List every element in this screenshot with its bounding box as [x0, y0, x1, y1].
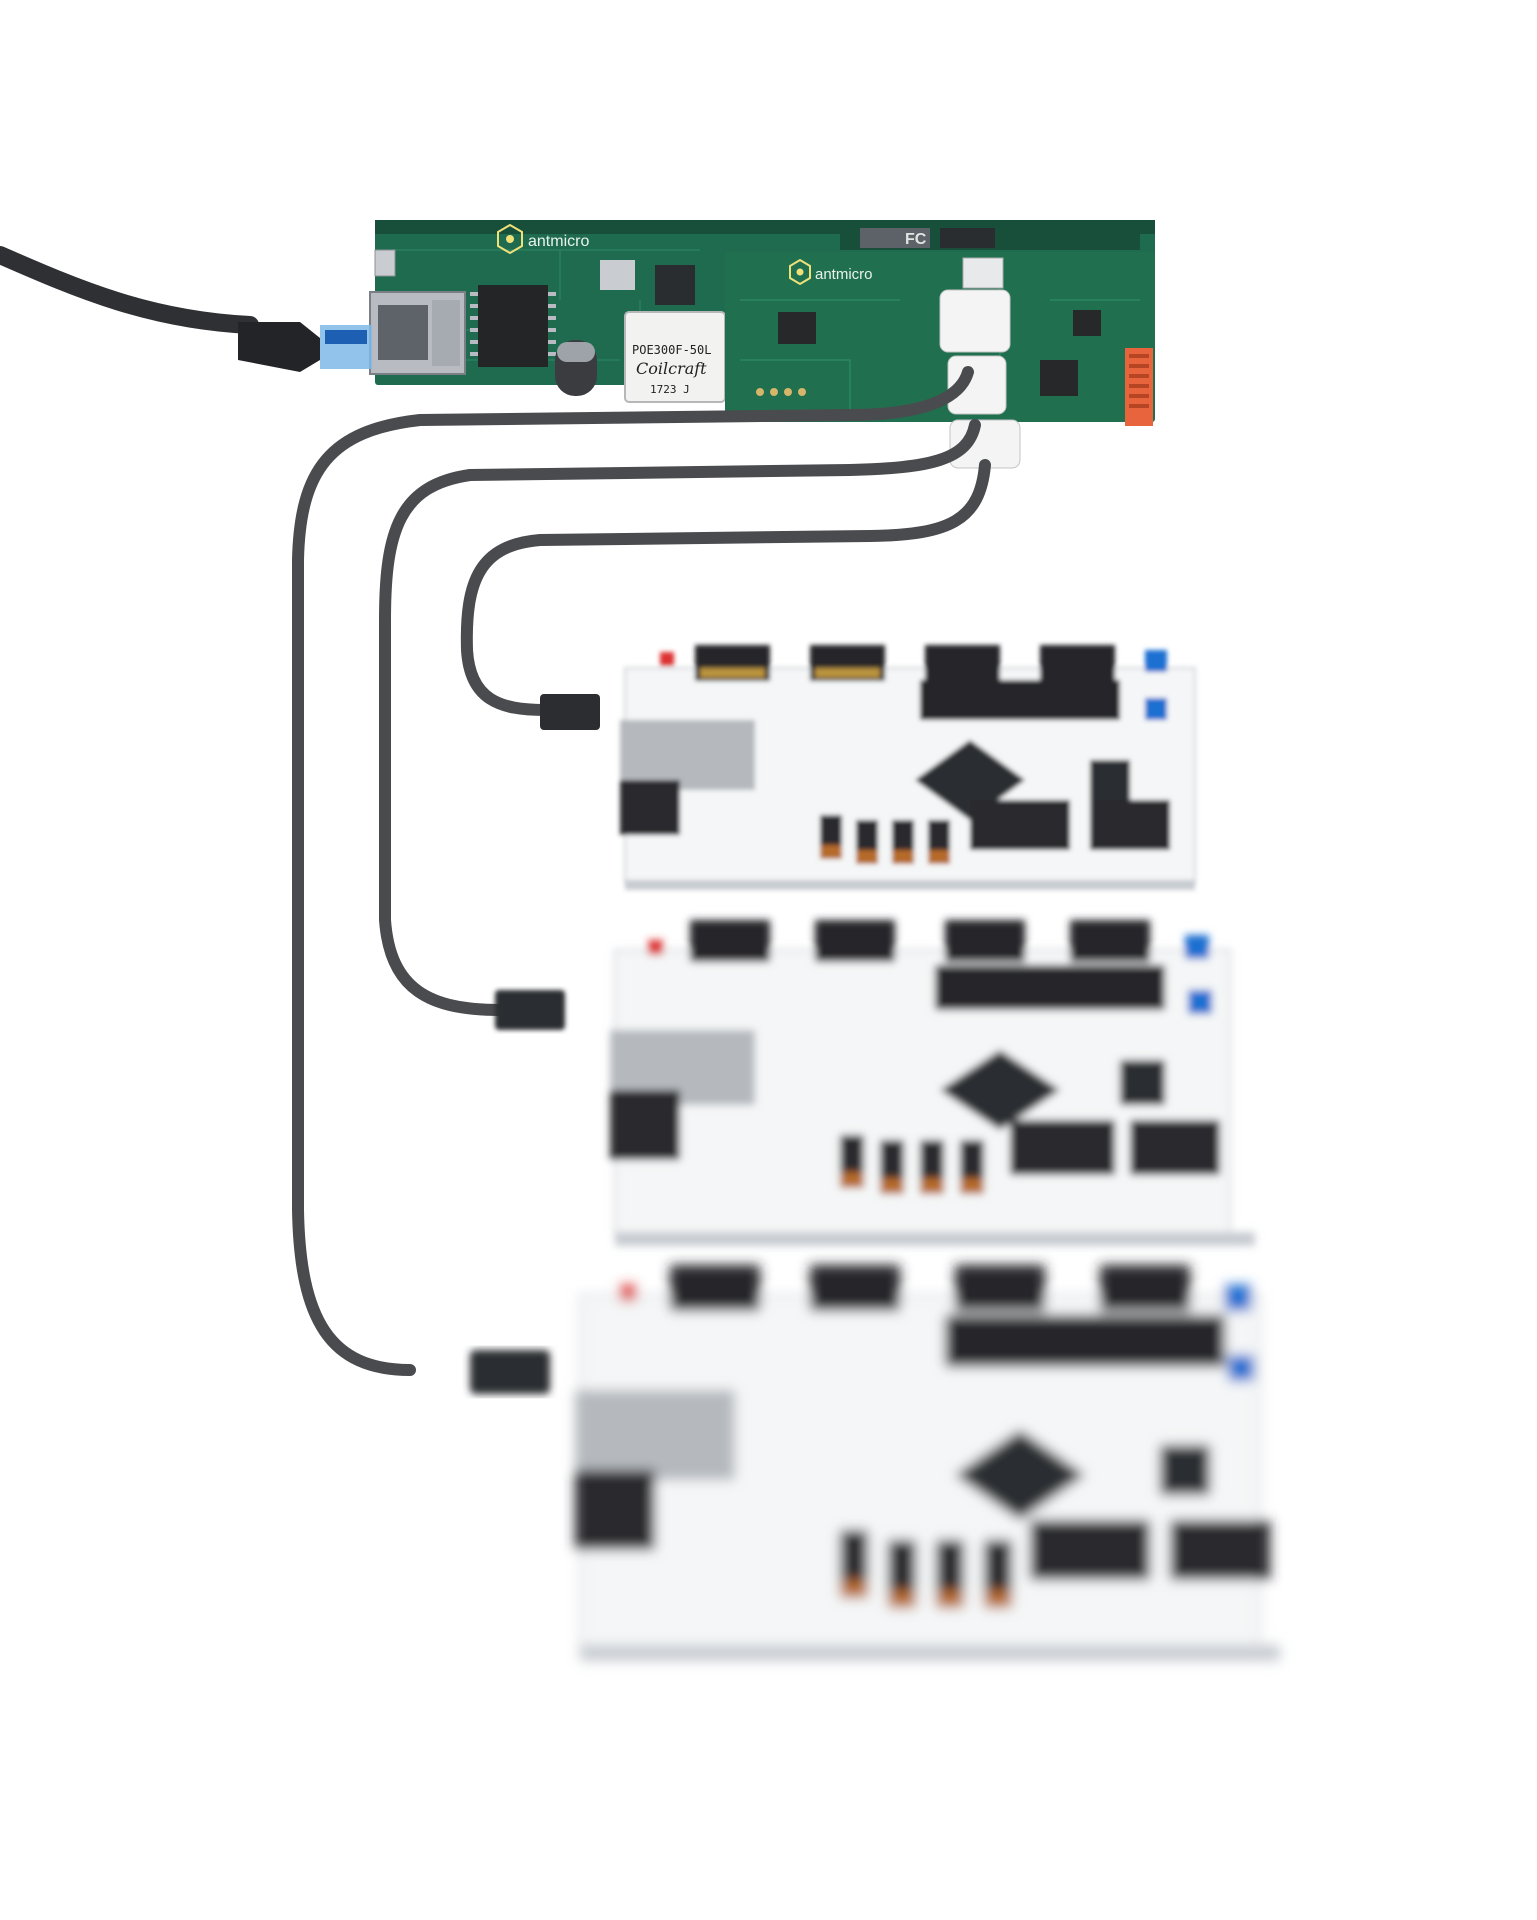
antmicro-logo-main: antmicro [497, 223, 589, 255]
signal-cables [292, 366, 991, 1376]
cable-plug-1 [470, 694, 600, 1394]
target-board-2 [610, 920, 1255, 1246]
antmicro-logo-adapter: antmicro [789, 258, 873, 286]
target-board-1 [620, 645, 1196, 890]
adapter-board-brand: antmicro [815, 266, 873, 283]
adapter-chip-3 [1040, 360, 1078, 396]
fcc-mark: FC [905, 231, 927, 248]
inductor-brand: Coilcraft [636, 359, 707, 378]
adapter-chip-1 [778, 312, 816, 344]
ethernet-transformer-chip [478, 285, 548, 367]
target-board-3 [575, 1265, 1280, 1661]
usb-port [374, 249, 396, 277]
electrolytic-capacitor [555, 340, 597, 396]
rj45-jack [369, 291, 466, 375]
inductor-model: POE300F-50L [632, 343, 711, 357]
adapter-chip-2 [1073, 310, 1101, 336]
ethernet-cable [0, 246, 372, 372]
inductor-code: 1723 J [650, 383, 690, 396]
poe-inductor: POE300F-50L Coilcraft 1723 J [624, 311, 726, 403]
adapter-pcb-board: antmicro [725, 252, 1155, 469]
orange-connector [1125, 348, 1153, 426]
main-board-brand: antmicro [528, 233, 589, 250]
